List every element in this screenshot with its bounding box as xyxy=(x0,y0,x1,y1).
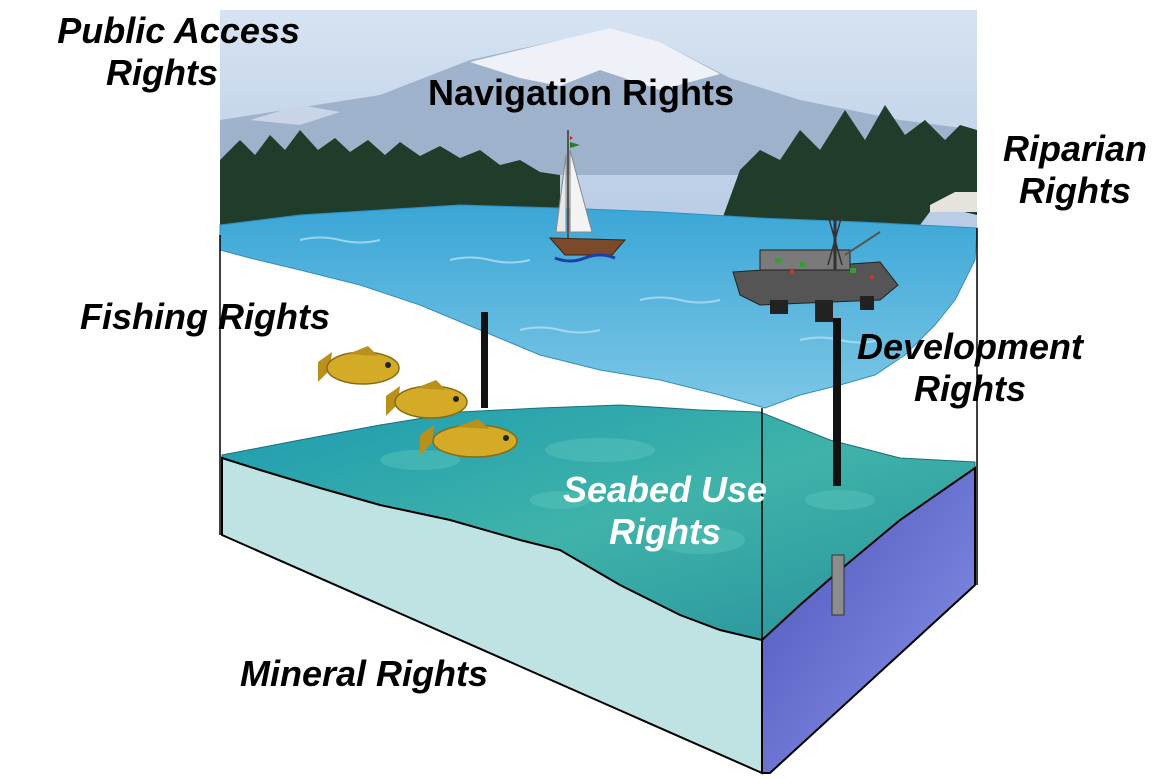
navigation-rights-label: Navigation Rights xyxy=(428,72,735,113)
seabed-use-rights-label: Seabed Use Rights xyxy=(535,469,795,553)
riparian-rights-label: Riparian Rights xyxy=(985,128,1165,212)
public-access-label-line2: Rights xyxy=(106,52,218,93)
platform-pipe xyxy=(833,318,841,486)
mountain-icon xyxy=(220,28,977,175)
fish-icon xyxy=(318,346,518,458)
shoreline-house xyxy=(930,192,977,212)
riparian-label-line2: Rights xyxy=(1019,170,1131,211)
riparian-label-line1: Riparian xyxy=(1002,128,1148,169)
mineral-well xyxy=(831,554,845,616)
development-label-line1: Development xyxy=(856,326,1084,367)
seabed-label-line1: Seabed Use xyxy=(562,469,768,510)
seabed-texture xyxy=(380,438,875,554)
water-column-post xyxy=(481,312,488,408)
seabed-label-line2: Rights xyxy=(609,511,721,552)
treeline-right xyxy=(720,105,977,225)
development-rights-label: Development Rights xyxy=(845,326,1095,410)
sailboat-icon xyxy=(548,130,627,263)
treeline-left xyxy=(220,130,560,225)
box-outline xyxy=(219,228,978,773)
development-label-line2: Rights xyxy=(914,368,1026,409)
mineral-rights-label: Mineral Rights xyxy=(240,653,489,694)
fishing-rights-label: Fishing Rights xyxy=(80,296,330,337)
public-access-label-line1: Public Access xyxy=(57,10,300,51)
public-access-rights-label: Public Access Rights xyxy=(0,10,300,94)
oil-platform-icon xyxy=(732,205,899,322)
side-face xyxy=(761,466,976,774)
